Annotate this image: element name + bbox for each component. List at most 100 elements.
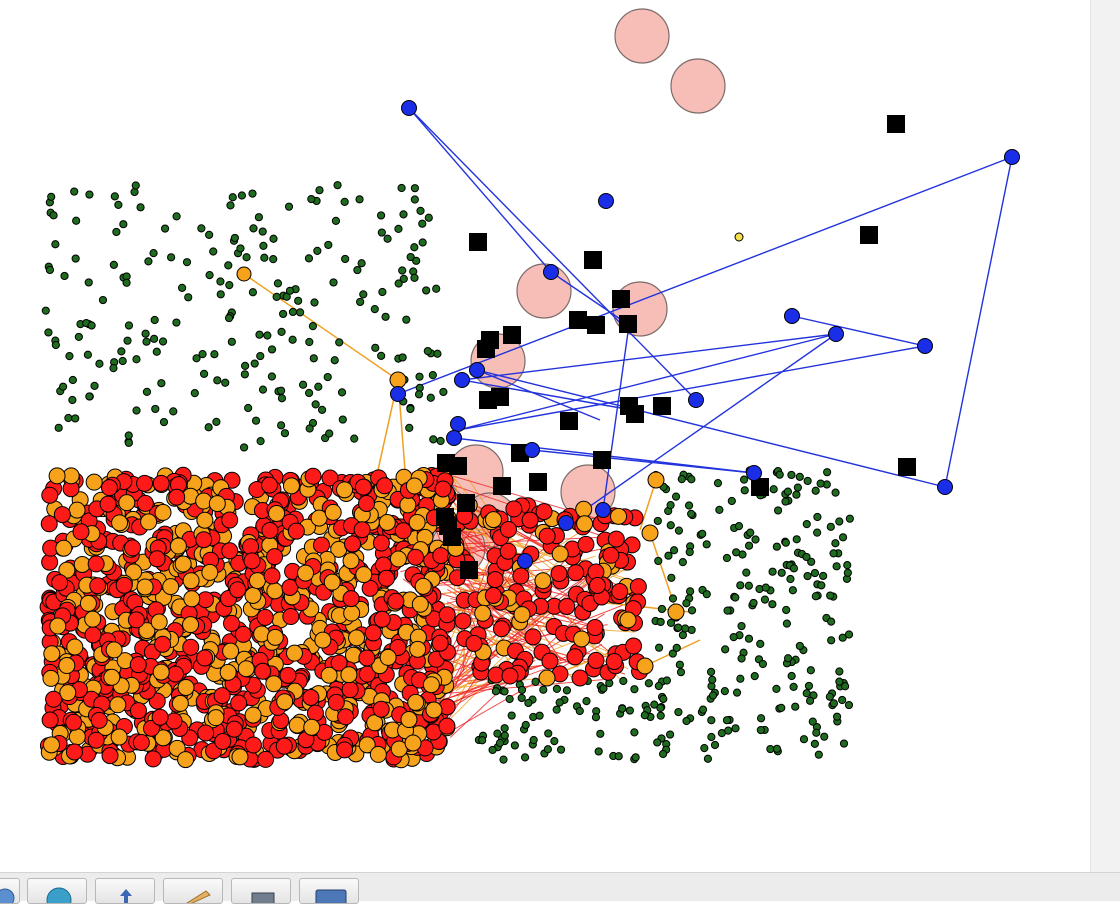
- red-node: [342, 682, 358, 698]
- red-node: [355, 479, 371, 495]
- green-node: [788, 471, 795, 478]
- red-node: [568, 565, 584, 581]
- graph-canvas[interactable]: [0, 0, 1090, 872]
- dense-node-cluster: [40, 372, 684, 768]
- green-node: [259, 386, 266, 393]
- red-node: [42, 487, 58, 503]
- red-node: [313, 537, 329, 553]
- green-node: [243, 254, 250, 261]
- red-node: [354, 522, 370, 538]
- green-node: [115, 201, 122, 208]
- green-node: [657, 712, 664, 719]
- red-node: [116, 577, 132, 593]
- green-node: [665, 552, 672, 559]
- orange-node: [59, 658, 75, 674]
- green-node: [399, 354, 406, 361]
- green-node: [310, 355, 317, 362]
- green-node: [413, 257, 420, 264]
- green-node: [655, 644, 662, 651]
- red-node: [365, 625, 381, 641]
- black-square-node: [887, 115, 905, 133]
- green-node: [289, 336, 296, 343]
- green-node: [496, 739, 503, 746]
- green-node: [553, 706, 560, 713]
- orange-node: [642, 525, 658, 541]
- red-node: [262, 477, 278, 493]
- black-square-node: [529, 473, 547, 491]
- green-node: [620, 677, 627, 684]
- green-node: [206, 231, 213, 238]
- green-node: [210, 248, 217, 255]
- red-node: [196, 532, 212, 548]
- black-square-node: [477, 340, 495, 358]
- green-node: [153, 348, 160, 355]
- green-node: [341, 198, 348, 205]
- graph-visualization[interactable]: [0, 0, 1090, 872]
- red-node: [587, 620, 603, 636]
- green-node: [324, 373, 331, 380]
- green-node: [334, 182, 341, 189]
- green-node: [784, 488, 791, 495]
- orange-node: [69, 502, 85, 518]
- red-node: [283, 609, 299, 625]
- green-node: [796, 473, 803, 480]
- print-button[interactable]: [231, 878, 291, 904]
- red-node: [90, 578, 106, 594]
- green-node: [123, 279, 130, 286]
- green-node: [747, 529, 754, 536]
- green-node: [250, 225, 257, 232]
- red-node: [168, 666, 184, 682]
- red-node: [130, 657, 146, 673]
- black-square-node: [626, 405, 644, 423]
- green-node: [342, 255, 349, 262]
- orange-node: [315, 632, 331, 648]
- green-node: [738, 622, 745, 629]
- orange-node: [197, 512, 213, 528]
- bottom-toolbar: [0, 872, 1120, 901]
- green-node: [551, 738, 558, 745]
- red-node: [305, 468, 321, 484]
- red-node: [133, 734, 149, 750]
- orange-node: [415, 578, 431, 594]
- green-node: [845, 701, 852, 708]
- orange-node: [379, 514, 395, 530]
- green-node: [806, 697, 813, 704]
- red-node: [590, 578, 606, 594]
- green-node: [824, 469, 831, 476]
- orange-node: [137, 579, 153, 595]
- up-button[interactable]: [95, 878, 155, 904]
- green-node: [50, 212, 57, 219]
- green-node: [545, 730, 552, 737]
- green-node: [311, 299, 318, 306]
- green-node: [110, 261, 117, 268]
- green-node: [371, 306, 378, 313]
- red-node: [588, 652, 604, 668]
- blue-node: [1005, 150, 1020, 165]
- green-node: [688, 476, 695, 483]
- green-node: [597, 730, 604, 737]
- black-square-node: [457, 494, 475, 512]
- pink-circle-layer: [431, 9, 725, 575]
- green-node: [673, 644, 680, 651]
- green-node: [338, 389, 345, 396]
- red-node: [500, 521, 516, 537]
- orange-node: [324, 574, 340, 590]
- red-node: [611, 508, 627, 524]
- green-node: [815, 751, 822, 758]
- red-node: [52, 575, 68, 591]
- blue-node: [402, 101, 417, 116]
- green-node: [788, 672, 795, 679]
- orange-node: [289, 717, 305, 733]
- edit-button[interactable]: [163, 878, 223, 904]
- screen-button[interactable]: [299, 878, 359, 904]
- green-node: [399, 267, 406, 274]
- green-node: [315, 383, 322, 390]
- green-node: [521, 754, 528, 761]
- green-node: [325, 241, 332, 248]
- globe-button[interactable]: [27, 878, 87, 904]
- green-node: [659, 750, 666, 757]
- green-node: [206, 272, 213, 279]
- red-node: [54, 507, 70, 523]
- red-node: [102, 748, 118, 764]
- zoom-button[interactable]: [0, 878, 20, 904]
